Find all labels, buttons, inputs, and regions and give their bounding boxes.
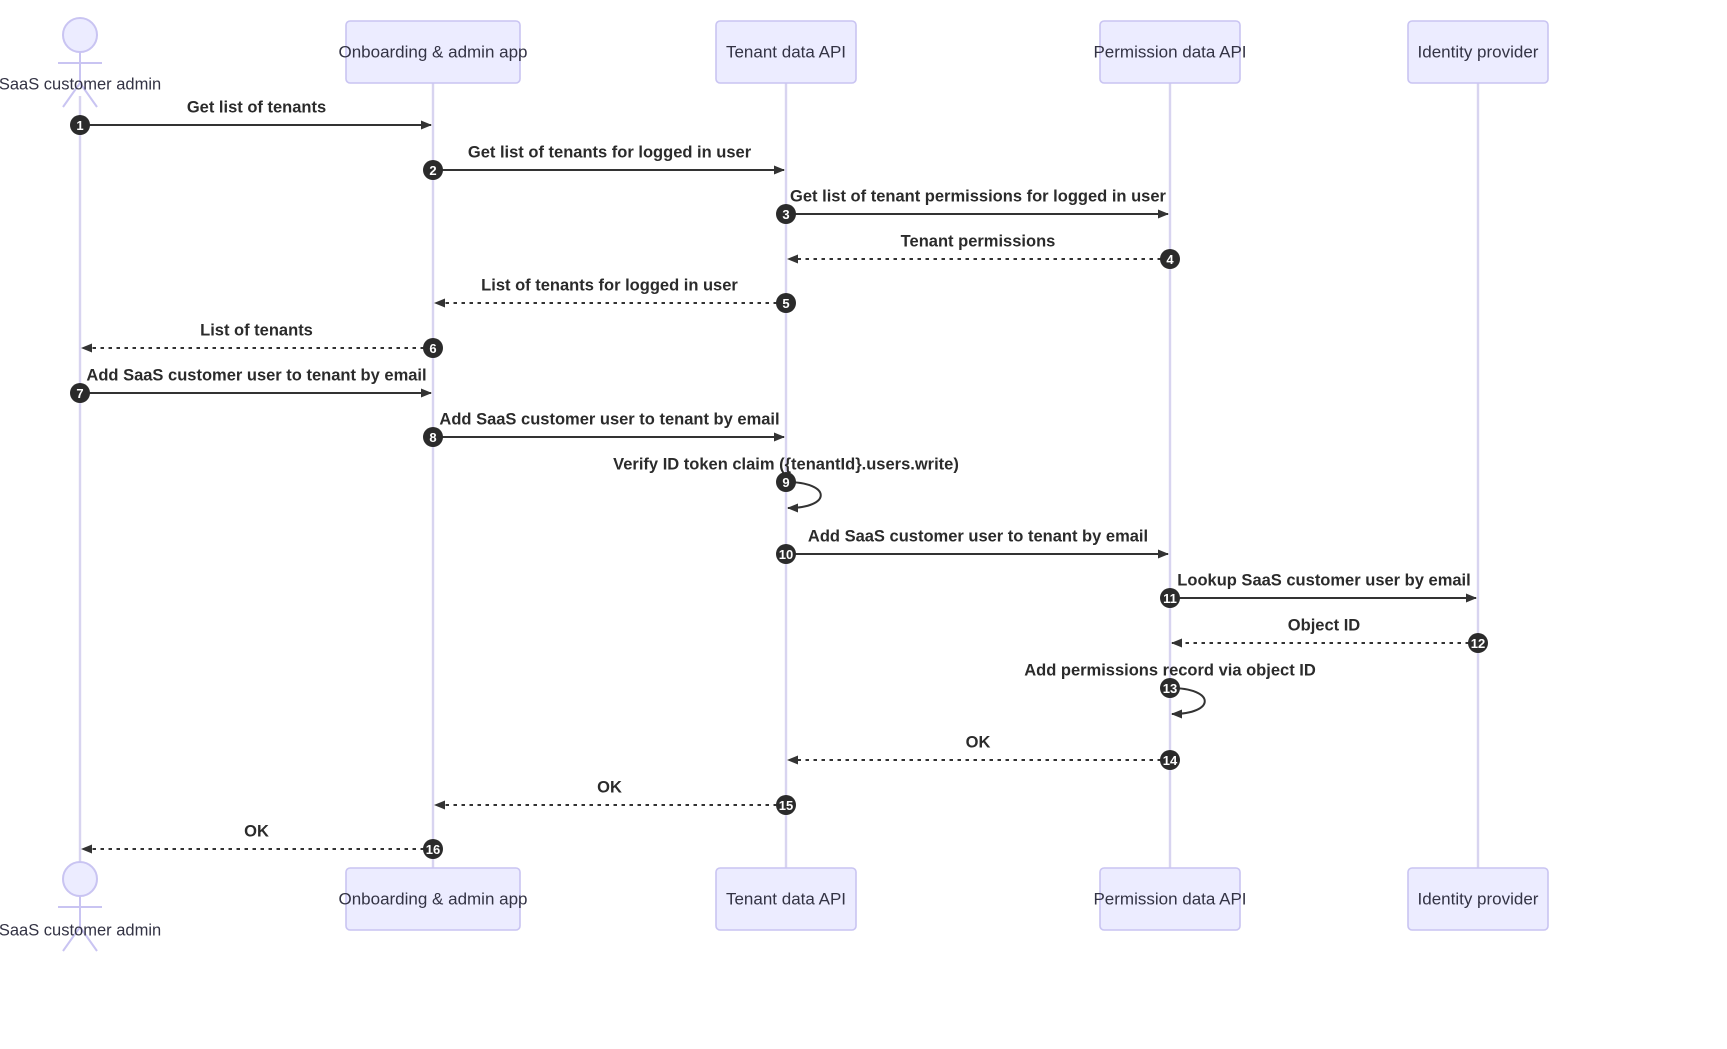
sequence-badge-3: 3 xyxy=(776,204,796,224)
sequence-badge-text-8: 8 xyxy=(429,430,436,445)
participant-box-permapi-top[interactable]: Permission data API xyxy=(1093,20,1247,84)
sequence-badge-text-2: 2 xyxy=(429,163,436,178)
participant-label-tenantapi: Tenant data API xyxy=(726,42,846,61)
actor-label-admin: SaaS customer admin xyxy=(0,921,161,939)
sequence-badge-4: 4 xyxy=(1160,249,1180,269)
participant-box-idp-bottom[interactable]: Identity provider xyxy=(1407,867,1549,931)
participant-box-tenantapi-top[interactable]: Tenant data API xyxy=(715,20,857,84)
message-13[interactable]: Add permissions record via object ID xyxy=(1024,661,1316,719)
message-label-5: List of tenants for logged in user xyxy=(481,276,738,294)
message-label-9: Verify ID token claim ({tenantId}.users.… xyxy=(613,455,959,473)
actor-admin-bottom: SaaS customer admin xyxy=(0,861,161,952)
sequence-badge-text-9: 9 xyxy=(782,475,789,490)
actor-admin-top: SaaS customer admin xyxy=(0,17,161,108)
sequence-badge-13: 13 xyxy=(1160,678,1180,698)
message-label-16: OK xyxy=(244,822,269,840)
message-4[interactable]: Tenant permissions xyxy=(787,232,1169,264)
message-arrow-9 xyxy=(785,481,822,513)
participant-box-tenantapi-bottom[interactable]: Tenant data API xyxy=(715,867,857,931)
sequence-badge-1: 1 xyxy=(70,115,90,135)
participant-label-app: Onboarding & admin app xyxy=(338,889,527,908)
sequence-badge-7: 7 xyxy=(70,383,90,403)
message-10[interactable]: Add SaaS customer user to tenant by emai… xyxy=(787,527,1169,559)
sequence-badge-text-16: 16 xyxy=(426,842,440,857)
sequence-badge-text-6: 6 xyxy=(429,341,436,356)
sequence-badge-text-13: 13 xyxy=(1163,681,1177,696)
sequence-badge-text-5: 5 xyxy=(782,296,789,311)
message-label-13: Add permissions record via object ID xyxy=(1024,661,1316,679)
participant-label-tenantapi: Tenant data API xyxy=(726,889,846,908)
sequence-badge-10: 10 xyxy=(776,544,796,564)
message-9[interactable]: Verify ID token claim ({tenantId}.users.… xyxy=(613,455,959,513)
participant-box-permapi-bottom[interactable]: Permission data API xyxy=(1093,867,1247,931)
participant-box-idp-top[interactable]: Identity provider xyxy=(1407,20,1549,84)
sequence-badge-16: 16 xyxy=(423,839,443,859)
message-label-15: OK xyxy=(597,778,622,796)
message-label-4: Tenant permissions xyxy=(901,232,1056,250)
message-label-10: Add SaaS customer user to tenant by emai… xyxy=(808,527,1148,545)
message-label-8: Add SaaS customer user to tenant by emai… xyxy=(439,410,779,428)
message-label-12: Object ID xyxy=(1288,616,1361,634)
message-3[interactable]: Get list of tenant permissions for logge… xyxy=(787,187,1169,219)
sequence-badge-text-14: 14 xyxy=(1163,753,1178,768)
message-arrow-13 xyxy=(1169,687,1206,719)
actor-label-admin: SaaS customer admin xyxy=(0,75,161,93)
sequence-badge-2: 2 xyxy=(423,160,443,180)
message-6[interactable]: List of tenants xyxy=(81,321,432,353)
message-1[interactable]: Get list of tenants xyxy=(81,98,432,130)
sequence-badge-12: 12 xyxy=(1468,633,1488,653)
sequence-badge-9: 9 xyxy=(776,472,796,492)
sequence-badge-14: 14 xyxy=(1160,750,1180,770)
sequence-badge-text-12: 12 xyxy=(1471,636,1485,651)
sequence-badge-6: 6 xyxy=(423,338,443,358)
sequence-badge-5: 5 xyxy=(776,293,796,313)
message-label-14: OK xyxy=(966,733,991,751)
sequence-badge-text-4: 4 xyxy=(1166,252,1174,267)
sequence-badge-text-7: 7 xyxy=(76,386,83,401)
sequence-badge-text-1: 1 xyxy=(76,118,83,133)
sequence-badge-11: 11 xyxy=(1160,588,1180,608)
sequence-badge-15: 15 xyxy=(776,795,796,815)
sequence-badge-8: 8 xyxy=(423,427,443,447)
message-label-3: Get list of tenant permissions for logge… xyxy=(790,187,1166,205)
sequence-badge-text-11: 11 xyxy=(1163,591,1177,606)
message-8[interactable]: Add SaaS customer user to tenant by emai… xyxy=(434,410,785,442)
participant-label-app: Onboarding & admin app xyxy=(338,42,527,61)
message-label-11: Lookup SaaS customer user by email xyxy=(1177,571,1470,589)
participant-label-permapi: Permission data API xyxy=(1093,42,1246,61)
message-12[interactable]: Object ID xyxy=(1171,616,1477,648)
participant-label-permapi: Permission data API xyxy=(1093,889,1246,908)
message-11[interactable]: Lookup SaaS customer user by email xyxy=(1171,571,1477,603)
message-label-6: List of tenants xyxy=(200,321,313,339)
message-15[interactable]: OK xyxy=(434,778,785,810)
message-label-2: Get list of tenants for logged in user xyxy=(468,143,752,161)
message-16[interactable]: OK xyxy=(81,822,432,854)
message-5[interactable]: List of tenants for logged in user xyxy=(434,276,785,308)
message-14[interactable]: OK xyxy=(787,733,1169,765)
message-label-1: Get list of tenants xyxy=(187,98,326,116)
sequence-badge-text-10: 10 xyxy=(779,547,793,562)
sequence-badge-text-15: 15 xyxy=(779,798,793,813)
participant-box-app-top[interactable]: Onboarding & admin app xyxy=(338,20,528,84)
message-2[interactable]: Get list of tenants for logged in user xyxy=(434,143,785,175)
participant-label-idp: Identity provider xyxy=(1418,42,1539,61)
participant-label-idp: Identity provider xyxy=(1418,889,1539,908)
message-7[interactable]: Add SaaS customer user to tenant by emai… xyxy=(81,366,432,398)
message-label-7: Add SaaS customer user to tenant by emai… xyxy=(86,366,426,384)
participant-box-app-bottom[interactable]: Onboarding & admin app xyxy=(338,867,528,931)
sequence-badge-text-3: 3 xyxy=(782,207,789,222)
